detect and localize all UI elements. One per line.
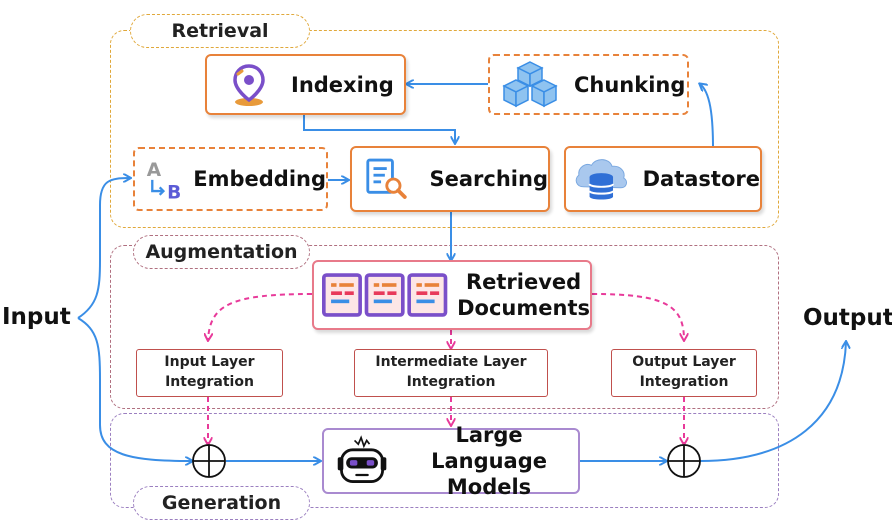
indexing-node: Indexing (205, 54, 406, 115)
searching-node: Searching (350, 146, 550, 212)
search-document-icon (366, 158, 407, 199)
chunking-node: Chunking (488, 54, 689, 115)
datastore-label: Datastore (642, 167, 760, 191)
input-layer-integration-node: Input Layer Integration (136, 349, 283, 397)
llm-label: Large Language Models (431, 423, 547, 499)
embedding-node: A B Embedding (133, 147, 328, 211)
datastore-node: Datastore (564, 146, 762, 212)
llm-node: Large Language Models (322, 423, 580, 499)
retrieval-section (110, 30, 779, 228)
chunking-label: Chunking (574, 72, 686, 97)
robot-icon (337, 435, 387, 483)
retrieved-documents-label: Retrieved Documents (457, 270, 590, 320)
searching-label: Searching (429, 167, 548, 191)
cloud-database-icon (575, 159, 628, 200)
embedding-label: Embedding (193, 167, 326, 191)
retrieval-tag: Retrieval (130, 14, 310, 48)
output-label: Output (803, 305, 892, 331)
svg-text:A: A (147, 160, 162, 181)
location-pin-icon (233, 63, 265, 106)
input-label: Input (2, 304, 71, 330)
generation-tag: Generation (133, 486, 310, 520)
translate-icon: A B (147, 160, 182, 203)
output-layer-integration-node: Output Layer Integration (611, 349, 757, 397)
intermediate-layer-integration-node: Intermediate Layer Integration (354, 349, 548, 397)
svg-text:B: B (167, 182, 181, 203)
indexing-label: Indexing (291, 72, 394, 97)
augmentation-tag: Augmentation (133, 235, 310, 269)
retrieved-documents-node: Retrieved Documents (312, 260, 592, 330)
cubes-icon (502, 60, 558, 107)
documents-icon (322, 273, 448, 317)
